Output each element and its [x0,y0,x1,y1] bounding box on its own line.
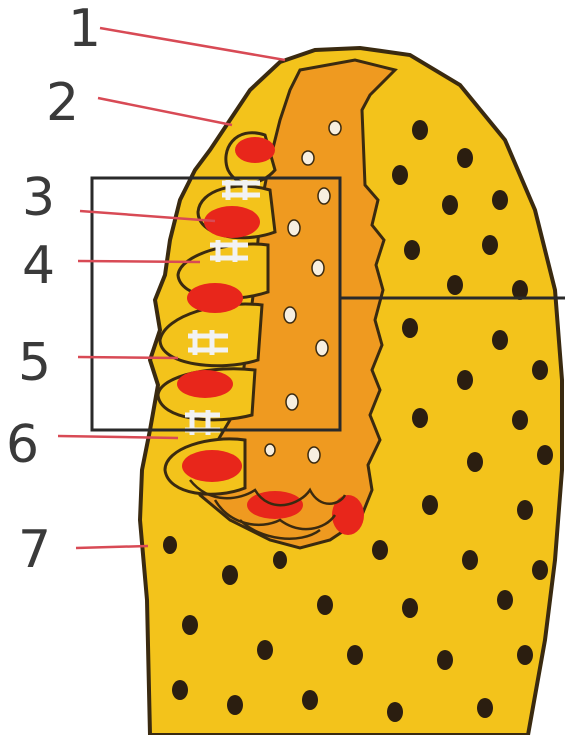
dot [329,121,341,135]
dot [477,698,493,718]
dot [273,551,287,569]
leader-line-2 [98,98,232,125]
dot [467,452,483,472]
dot [347,645,363,665]
dot [308,447,320,463]
dot [447,275,463,295]
dot [387,702,403,722]
dot [532,360,548,380]
dot [302,690,318,710]
dot [404,240,420,260]
dot [265,444,275,456]
label-5: 5 [18,333,51,393]
label-7: 7 [18,520,51,580]
label-2: 2 [46,73,79,133]
red-patch [177,370,233,398]
dot [512,410,528,430]
dot [163,536,177,554]
dot [227,695,243,715]
dot [492,190,508,210]
dot [284,307,296,323]
dot [532,560,548,580]
leader-line-7 [76,546,148,548]
dot [402,598,418,618]
dot [442,195,458,215]
dot [288,220,300,236]
dot [286,394,298,410]
label-1: 1 [68,0,101,59]
dot [462,550,478,570]
red-patch [187,283,243,313]
dot [392,165,408,185]
dot [372,540,388,560]
leader-line-5 [78,357,178,358]
dot [517,645,533,665]
dot [497,590,513,610]
dot [302,151,314,165]
dot [492,330,508,350]
dot [317,595,333,615]
dot [537,445,553,465]
red-patch [235,137,275,163]
dot [182,615,198,635]
dot [257,640,273,660]
dot [318,188,330,204]
dot [412,120,428,140]
label-6: 6 [6,415,39,475]
dot [222,565,238,585]
label-4: 4 [22,236,55,296]
dot [457,370,473,390]
dot [437,650,453,670]
dot [457,148,473,168]
dot [482,235,498,255]
dot [422,495,438,515]
red-patch [182,450,242,482]
dot [412,408,428,428]
label-3: 3 [22,168,55,228]
leader-line-1 [100,28,285,60]
dot [312,260,324,276]
dot [316,340,328,356]
dot [172,680,188,700]
leader-line-4 [78,261,200,262]
dot [402,318,418,338]
dot [517,500,533,520]
